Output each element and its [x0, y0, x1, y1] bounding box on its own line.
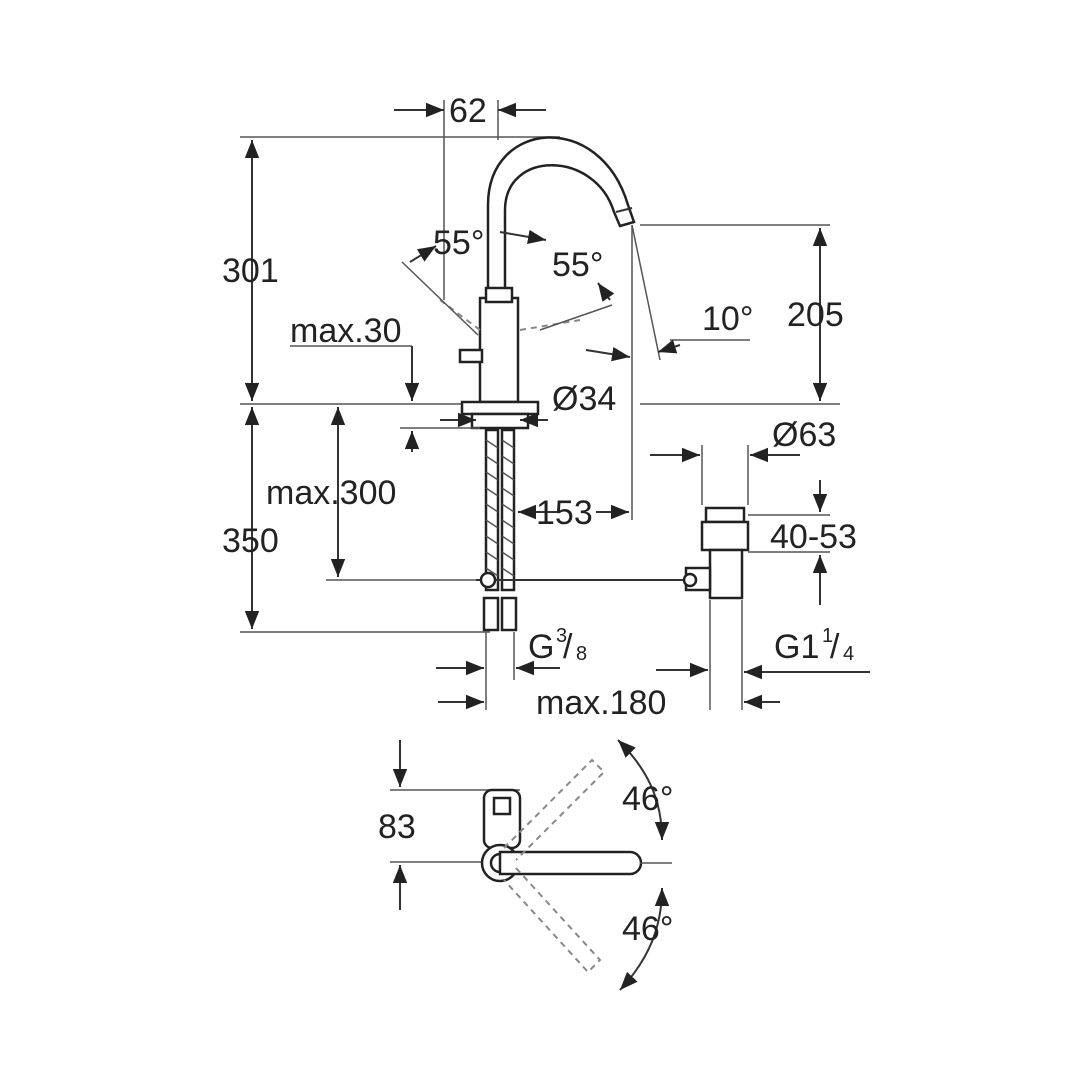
dim-g1-14: G1 1 / 4	[774, 625, 854, 666]
dim-153: 153	[536, 494, 593, 532]
lever	[458, 348, 484, 364]
dim-62: 62	[449, 92, 487, 130]
svg-text:/: /	[830, 628, 840, 666]
dim-max180: max.180	[536, 684, 666, 722]
svg-text:4: 4	[843, 643, 854, 665]
mixer-body	[478, 296, 520, 404]
svg-text:/: /	[563, 628, 573, 666]
dim-46-top: 46°	[622, 780, 673, 818]
dim-swivel-right: 55°	[552, 246, 603, 284]
dim-swivel-left: 55°	[433, 224, 484, 262]
dim-46-bottom: 46°	[622, 910, 673, 948]
dimension-labels: 62 301 55° 55° 205 10° max.30 Ø34 Ø63 ma…	[222, 92, 857, 948]
dim-max30: max.30	[290, 312, 402, 350]
dim-max300: max.300	[266, 474, 396, 512]
plan-view	[390, 739, 672, 991]
dim-205: 205	[787, 296, 844, 334]
dim-301: 301	[222, 252, 279, 290]
supply-hoses	[482, 428, 518, 632]
dim-10deg: 10°	[702, 300, 753, 338]
svg-text:G1: G1	[774, 628, 819, 666]
dim-40-53: 40-53	[770, 518, 857, 556]
dim-g38: G 3 / 8	[528, 625, 587, 666]
svg-text:G: G	[528, 628, 554, 666]
waste-fitting	[682, 506, 750, 600]
svg-text:8: 8	[576, 643, 587, 665]
svg-text:3: 3	[556, 625, 567, 647]
dim-d34: Ø34	[552, 380, 616, 418]
elevation-view	[240, 100, 870, 710]
dim-350: 350	[222, 522, 279, 560]
spout	[486, 136, 636, 307]
svg-text:1: 1	[822, 625, 833, 647]
dim-83: 83	[378, 808, 416, 846]
dim-d63: Ø63	[772, 416, 836, 454]
plan-spout	[498, 850, 643, 876]
